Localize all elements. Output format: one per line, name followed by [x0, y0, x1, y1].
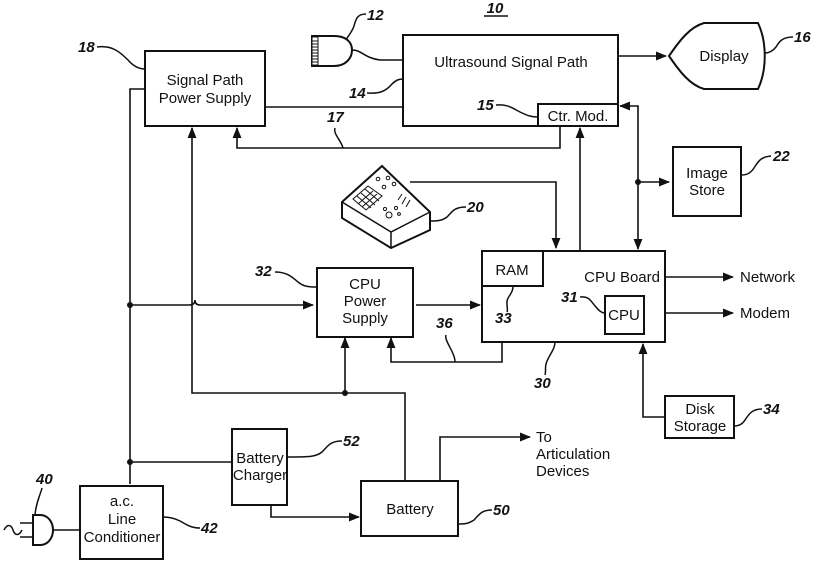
control-panel-keyboard-icon[interactable] [342, 166, 430, 248]
ref-18: 18 [78, 39, 95, 56]
output-articulation-label: To [536, 429, 552, 446]
block-label-line: Battery [386, 501, 434, 518]
junction-image-store [635, 179, 641, 185]
block-label-line: Charger [233, 467, 287, 484]
ref-34: 34 [763, 401, 780, 418]
block-label-line: Store [689, 182, 725, 199]
wire-bus-ctr-mod-cpu-board [620, 106, 638, 249]
transducer-probe-icon[interactable] [312, 36, 352, 66]
block-label-line: CPU [608, 307, 640, 324]
ref-17: 17 [327, 109, 344, 126]
wire-battery-to-articulation [440, 437, 530, 481]
output-articulation-label: Devices [536, 463, 589, 480]
block-label-line: CPU [349, 276, 381, 293]
ref-40: 40 [35, 471, 53, 488]
block-label-line: Power Supply [159, 90, 252, 107]
wire-ctr-mod-to-power-supply [237, 125, 560, 148]
ref-12: 12 [367, 7, 384, 24]
block-label-line: Battery [236, 450, 284, 467]
block-cpu[interactable]: CPU [605, 296, 644, 334]
output-modem-label: Modem [740, 305, 790, 322]
block-label-line: RAM [495, 262, 528, 279]
ref-36: 36 [436, 315, 453, 332]
block-ram[interactable]: RAM [482, 251, 543, 286]
ac-plug-icon[interactable] [4, 515, 53, 545]
ref-22: 22 [772, 148, 790, 165]
block-label-line: Ultrasound Signal Path [434, 54, 587, 71]
ref-42: 42 [200, 520, 218, 537]
block-label-line: Conditioner [84, 529, 161, 546]
block-signal-path-power-supply[interactable]: Signal Path Power Supply [145, 51, 265, 126]
output-network-label: Network [740, 269, 796, 286]
ref-30: 30 [534, 375, 551, 392]
block-image-store[interactable]: Image Store [673, 147, 741, 216]
block-label-line: Signal Path [167, 72, 244, 89]
junction-rail-cpu-ps [127, 302, 133, 308]
block-line-conditioner[interactable]: a.c. Line Conditioner [80, 486, 163, 559]
ref-14: 14 [349, 85, 366, 102]
block-label-line: a.c. [110, 493, 134, 510]
block-label-line: Image [686, 165, 728, 182]
wire-rail-to-cpu-ps [130, 300, 313, 305]
wire-charger-to-battery [271, 505, 359, 517]
ref-31: 31 [561, 289, 578, 306]
wire-main-ac-rail [130, 89, 145, 484]
ref-52: 52 [343, 433, 360, 450]
block-label-line: Ctr. Mod. [548, 108, 609, 125]
wire-transducer-to-signal-path [352, 50, 403, 60]
block-ctr-mod[interactable]: Ctr. Mod. [538, 104, 618, 126]
junction-battery-bus [342, 390, 348, 396]
ref-50: 50 [493, 502, 510, 519]
block-label-line: Storage [674, 418, 727, 435]
block-label-line: CPU Board [584, 269, 660, 286]
block-label-line: Power [344, 293, 387, 310]
block-disk-storage[interactable]: Disk Storage [665, 396, 734, 438]
ref-32: 32 [255, 263, 272, 280]
ref-15: 15 [477, 97, 494, 114]
block-battery-charger[interactable]: Battery Charger [232, 429, 287, 505]
block-label-line: Disk [685, 401, 715, 418]
wire-disk-to-cpu-board [643, 344, 667, 417]
ref-20: 20 [466, 199, 484, 216]
block-label-line: Display [699, 48, 749, 65]
junction-rail-charger [127, 459, 133, 465]
block-label-line: Supply [342, 310, 388, 327]
ref-16: 16 [794, 29, 811, 46]
block-label-line: Line [108, 511, 136, 528]
ref-33: 33 [495, 310, 512, 327]
block-cpu-power-supply[interactable]: CPU Power Supply [317, 268, 413, 337]
block-display[interactable]: Display [669, 23, 765, 89]
figure-number: 10 [487, 0, 504, 17]
output-articulation-label: Articulation [536, 446, 610, 463]
block-battery[interactable]: Battery [361, 481, 458, 536]
